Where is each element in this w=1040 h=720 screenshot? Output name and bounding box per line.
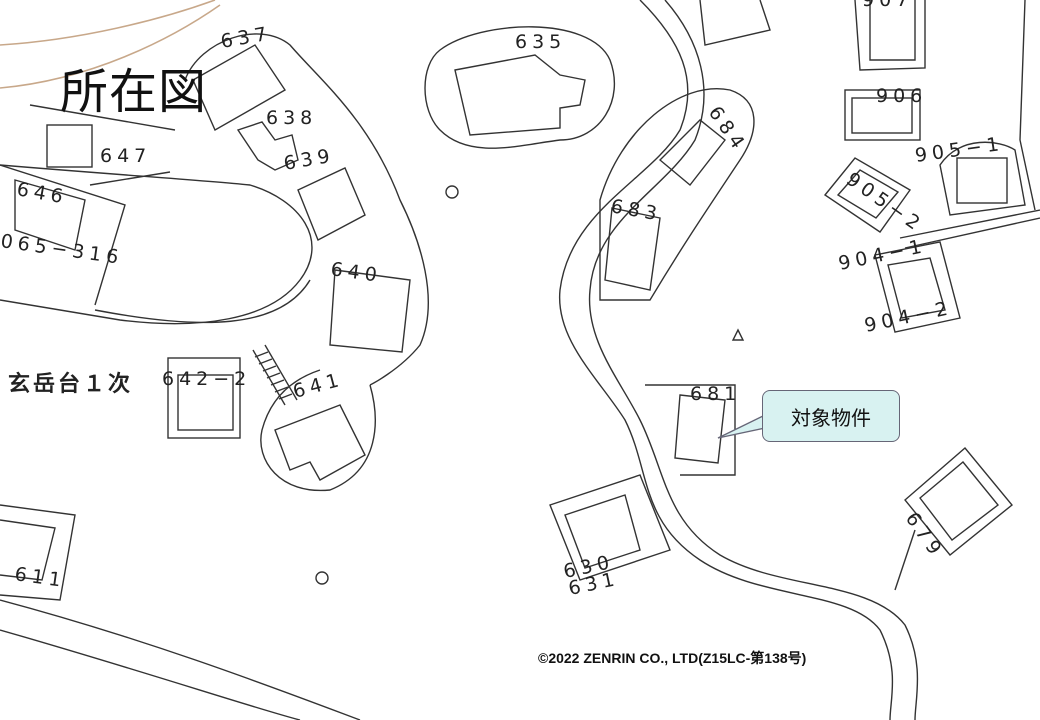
building: [564, 494, 641, 569]
lot-number: 641: [291, 368, 346, 403]
lot-number: 640: [329, 258, 383, 287]
building: [274, 404, 366, 481]
lot-number: 683: [609, 195, 663, 226]
building: [604, 207, 661, 291]
lot-outline: [874, 241, 961, 333]
building: [14, 179, 86, 251]
building: [919, 461, 999, 541]
lot-outline: [549, 474, 671, 581]
building: [658, 119, 726, 187]
contour-line: [0, 0, 216, 46]
marker-circle: [315, 571, 329, 585]
building: [0, 519, 56, 581]
building: [177, 374, 234, 431]
road-edge: [0, 629, 301, 720]
building: [887, 257, 946, 319]
lot-number: 637: [219, 22, 273, 53]
building: [956, 157, 1008, 204]
building: [297, 167, 366, 241]
building: [851, 97, 913, 134]
lot-number: 905−2: [842, 168, 928, 237]
stairs: [252, 344, 298, 406]
building: [869, 0, 916, 61]
road-edge: [899, 0, 1040, 249]
road-edge: [0, 599, 361, 720]
lot-outline: [29, 104, 176, 186]
building: [454, 54, 586, 136]
lot-outline: [844, 89, 921, 141]
building: [236, 121, 299, 171]
lot-outline: [904, 447, 1013, 556]
lot-outline: [0, 504, 76, 601]
lot-number: 647: [100, 145, 151, 167]
lot-number: 904−1: [836, 235, 928, 275]
callout-pointer: [717, 414, 766, 439]
road-edge: [94, 279, 311, 324]
copyright-notice: ©2022 ZENRIN CO., LTD(Z15LC-第138号): [538, 650, 807, 666]
lot-outline: [167, 357, 241, 439]
triangle-marker: [731, 328, 745, 341]
lot-outline: [599, 88, 755, 301]
area-name-label: 玄岳台１次: [8, 372, 134, 397]
lot-number: 635: [515, 31, 566, 53]
lot-outline: [939, 141, 1026, 216]
lot-number: 611: [13, 563, 67, 592]
contour-line: [0, 4, 221, 89]
lot-number: 681: [690, 383, 741, 405]
lot-outline: [424, 26, 615, 149]
building: [329, 269, 411, 353]
page-title: 所在図: [60, 64, 208, 120]
lot-number: 646: [15, 178, 69, 209]
lot-outline: [894, 529, 916, 591]
lot-outline: [854, 0, 926, 71]
road-edge: [184, 33, 429, 386]
marker-circle: [445, 185, 459, 199]
road-edge: [260, 369, 376, 492]
lot-number: 906: [876, 85, 927, 107]
building-target: [674, 394, 726, 464]
lot-outline: [699, 0, 771, 46]
lot-number: 907: [862, 0, 913, 11]
lot-outline: [823, 157, 912, 233]
lot-number: 639: [282, 144, 336, 175]
lot-number: 642−2: [162, 368, 251, 390]
target-property-callout: 対象物件: [762, 390, 900, 442]
lot-number: 905−1: [914, 133, 1005, 167]
lot-number: 065−316: [0, 230, 125, 269]
lot-number: 904−2: [862, 297, 954, 337]
road-edge: [588, 0, 919, 720]
road-edge: [559, 0, 894, 720]
building: [836, 169, 900, 219]
building: [192, 44, 286, 131]
building: [46, 124, 93, 168]
lot-outline: [0, 164, 126, 306]
lot-number: 638: [266, 107, 317, 129]
lot-number: 679: [901, 508, 948, 563]
